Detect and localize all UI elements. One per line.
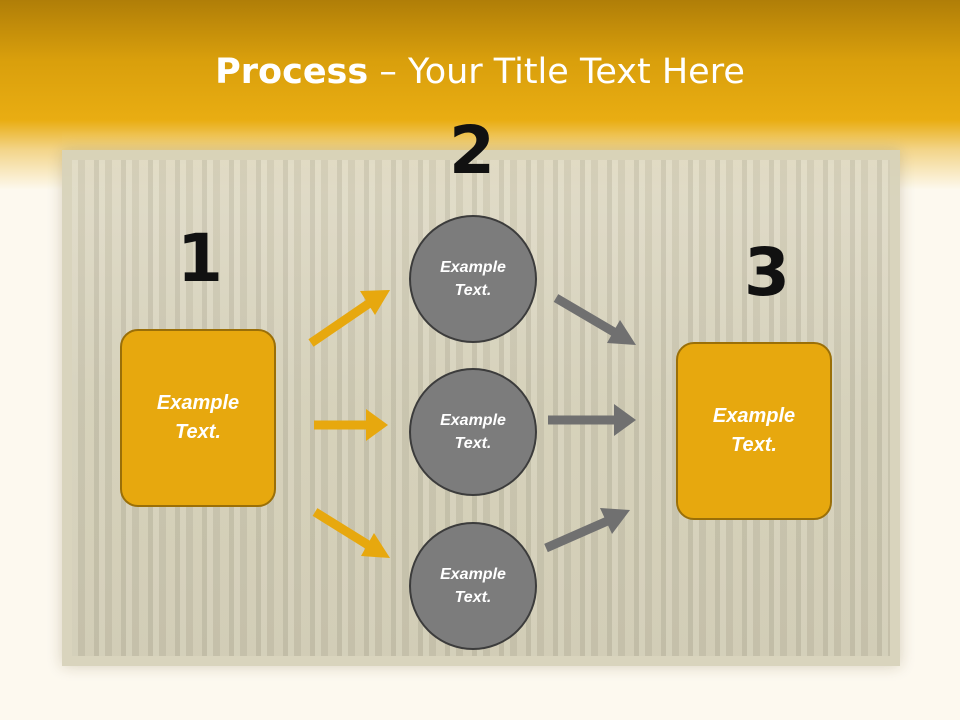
arrow-gray-up	[544, 508, 630, 553]
step-number-3: 3	[744, 234, 790, 311]
left-process-box: Example Text.	[120, 329, 276, 507]
circle-bottom: Example Text.	[409, 522, 537, 650]
step-number-2: 2	[449, 112, 495, 189]
circle-top: Example Text.	[409, 215, 537, 343]
circle-top-line1: Example	[440, 258, 506, 276]
title-rest: – Your Title Text Here	[368, 52, 745, 92]
left-box-line2: Text.	[175, 421, 221, 443]
arrow-gray-down	[553, 294, 636, 345]
arrow-gold-middle	[314, 409, 388, 441]
right-box-line2: Text.	[731, 434, 777, 456]
step-number-1: 1	[177, 220, 223, 297]
title-strong: Process	[215, 52, 369, 92]
circle-middle: Example Text.	[409, 368, 537, 496]
circle-middle-line1: Example	[440, 411, 506, 429]
arrow-gold-up	[308, 290, 390, 347]
circle-bottom-line2: Text.	[454, 589, 492, 606]
left-box-line1: Example	[156, 392, 240, 414]
arrow-gold-down	[312, 508, 390, 558]
arrow-gray-middle	[548, 404, 636, 436]
circle-top-line2: Text.	[454, 282, 492, 299]
slide-title: Process – Your Title Text Here	[0, 52, 960, 92]
right-process-box: Example Text.	[676, 342, 832, 520]
circle-bottom-line1: Example	[440, 565, 506, 583]
right-box-line1: Example	[712, 405, 796, 427]
circle-middle-line2: Text.	[454, 435, 492, 452]
